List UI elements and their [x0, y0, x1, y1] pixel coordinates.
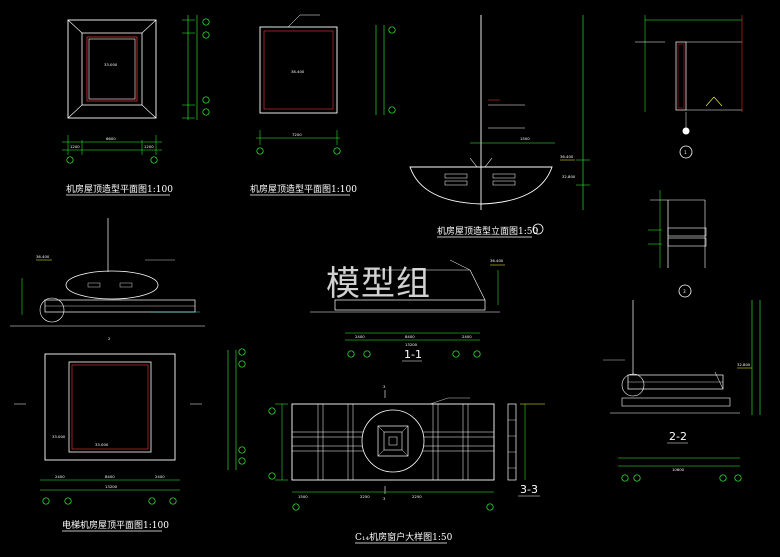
sec11-dim-b: 8400 [405, 334, 415, 339]
watermark: 模型组 [326, 264, 431, 304]
section-left: 36.400 2 [10, 218, 205, 341]
roof-plan-2-title: 机房屋顶造型平面图1:100 [250, 183, 357, 195]
roof-elevation-title: 机房屋顶造型立面图1:50 [437, 225, 538, 237]
elev-circle-mark: 2 [536, 227, 539, 232]
section-3-3: 3-3 [507, 403, 545, 497]
section-left-level: 36.400 [36, 254, 50, 259]
wall-detail-1: 1 [635, 15, 743, 159]
plan1-dim-b: 6600 [106, 136, 116, 141]
plan1-elevation: 33.000 [104, 62, 118, 67]
detail3-circle-mark: 3 [683, 289, 686, 294]
sec11-dim-c: 2400 [462, 334, 472, 339]
detail1-circle-mark: 1 [684, 150, 687, 155]
plan1-dim-a: 1200 [70, 144, 80, 149]
window-dim-b: 2250 [360, 494, 370, 499]
sec11-dim-total: 13200 [405, 342, 418, 347]
section33-label: 3-3 [520, 483, 538, 496]
plan3-dim-b: 8400 [105, 474, 115, 479]
plan3-elevation-a: 33.000 [52, 434, 66, 439]
window-dim-c: 2250 [412, 494, 422, 499]
section22-level: 32.800 [737, 362, 751, 367]
plan3-elevation-b: 33.000 [95, 442, 109, 447]
sec11-dim-a: 2400 [355, 334, 365, 339]
roof-plan-1: 33.000 1200 6600 1200 机房屋顶造型平面图1:100 [62, 15, 210, 196]
section-2-2: 32.800 2-2 10800 [603, 300, 761, 482]
elevator-roof-plan-title: 电梯机房屋顶平面图1:100 [62, 519, 169, 531]
section-left-mark: 2 [108, 336, 111, 341]
section22-label: 2-2 [669, 430, 687, 443]
plan3-dim-total: 13200 [105, 484, 118, 489]
wall-detail-3: 3 [648, 190, 707, 298]
elev-dim-a: 1500 [520, 136, 530, 141]
section11-label: 1-1 [404, 348, 422, 361]
window-top-mark: 3 [383, 384, 386, 389]
elev-mid-level: 32.800 [562, 174, 576, 179]
elev-top-level: 36.400 [560, 154, 574, 159]
elevator-roof-plan: 33.000 33.000 2400 8400 2400 13200 电梯机房屋… [14, 348, 246, 532]
window-dim-a: 1500 [298, 494, 308, 499]
window-detail-title: C₁₄机房窗户大样图1:50 [355, 531, 453, 543]
section-1-1: 36.400 2400 8400 2400 13200 1-1 [310, 258, 505, 362]
plan3-dim-a: 2400 [55, 474, 65, 479]
plan2-elevation: 38.400 [291, 69, 305, 74]
section22-dim-total: 10800 [672, 467, 685, 472]
window-bottom-mark: 3 [383, 496, 386, 501]
roof-plan-2: 38.400 7200 机房屋顶造型平面图1:100 [250, 14, 396, 196]
window-detail: 3 3 1500 2250 2250 C₁₄机房窗户大样图1:50 [268, 384, 495, 544]
roof-elevation: 1500 36.400 32.800 机房屋顶造型立面图1:50 2 [409, 15, 590, 238]
roof-plan-1-title: 机房屋顶造型平面图1:100 [66, 183, 173, 195]
plan2-dim-w: 7200 [292, 132, 302, 137]
plan3-dim-c: 2400 [155, 474, 165, 479]
plan1-dim-c: 1200 [144, 144, 154, 149]
section11-level: 36.400 [490, 258, 504, 263]
